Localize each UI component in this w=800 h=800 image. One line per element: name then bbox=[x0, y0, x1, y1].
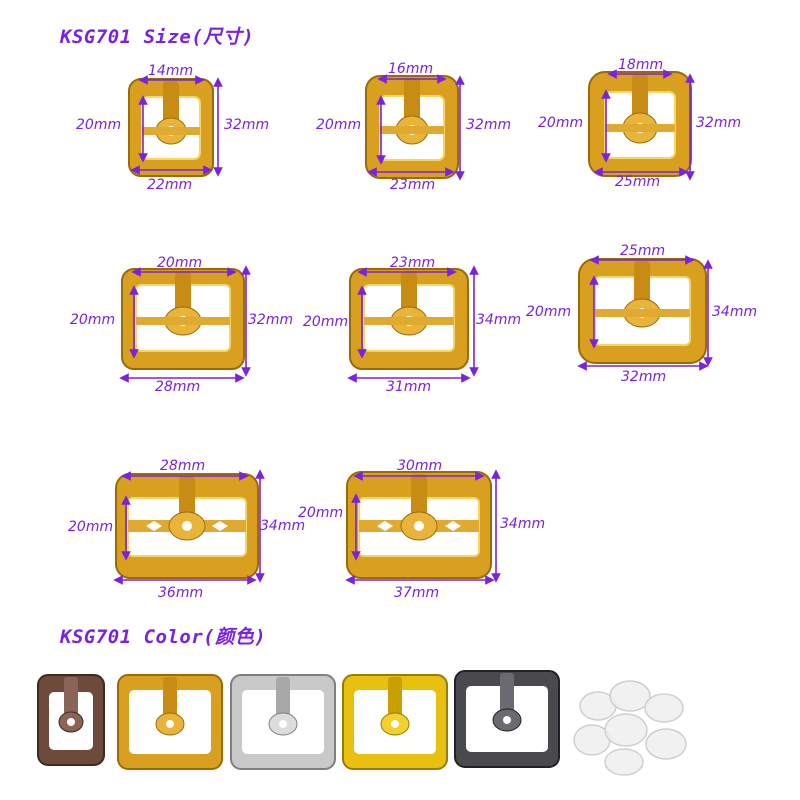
buckle-image bbox=[588, 71, 692, 177]
width-top-label: 18mm bbox=[618, 57, 664, 73]
height-left-label: 20mm bbox=[316, 117, 362, 133]
height-right-label: 34mm bbox=[712, 304, 758, 320]
height-left-label: 20mm bbox=[70, 312, 116, 328]
height-right-label: 34mm bbox=[476, 312, 522, 328]
height-left-label: 20mm bbox=[526, 304, 572, 320]
height-right-label: 32mm bbox=[466, 117, 512, 133]
bright-gold-buckle bbox=[342, 674, 448, 770]
height-right-label: 32mm bbox=[696, 115, 742, 131]
width-top-label: 20mm bbox=[157, 255, 203, 271]
width-top-label: 14mm bbox=[148, 63, 194, 79]
width-top-label: 28mm bbox=[160, 458, 206, 474]
clear-washers bbox=[573, 680, 687, 776]
width-bottom-label: 28mm bbox=[155, 379, 201, 395]
height-right-label: 32mm bbox=[224, 117, 270, 133]
height-right-label: 32mm bbox=[248, 312, 294, 328]
silver-buckle bbox=[230, 674, 336, 770]
width-top-label: 23mm bbox=[390, 255, 436, 271]
width-top-label: 16mm bbox=[388, 61, 434, 77]
buckle-image bbox=[365, 75, 459, 179]
width-bottom-label: 23mm bbox=[390, 177, 436, 193]
color-heading: KSG701 Color(颜色) bbox=[60, 626, 267, 648]
height-right-label: 34mm bbox=[260, 518, 306, 534]
bronze-buckle bbox=[37, 674, 105, 766]
height-left-label: 20mm bbox=[68, 519, 114, 535]
gunmetal-buckle bbox=[454, 670, 560, 768]
buckle-image bbox=[121, 268, 245, 370]
buckle-image bbox=[578, 258, 707, 364]
height-left-label: 20mm bbox=[303, 314, 349, 330]
size-heading: KSG701 Size(尺寸) bbox=[60, 26, 255, 48]
width-top-label: 30mm bbox=[397, 458, 443, 474]
height-right-label: 34mm bbox=[500, 516, 546, 532]
width-bottom-label: 22mm bbox=[147, 177, 193, 193]
height-left-label: 20mm bbox=[76, 117, 122, 133]
width-bottom-label: 32mm bbox=[621, 369, 667, 385]
gold-buckle bbox=[117, 674, 223, 770]
buckle-image bbox=[128, 78, 214, 177]
width-bottom-label: 37mm bbox=[394, 585, 440, 601]
width-bottom-label: 36mm bbox=[158, 585, 204, 601]
buckle-image bbox=[115, 473, 259, 579]
height-left-label: 20mm bbox=[298, 505, 344, 521]
buckle-image bbox=[346, 471, 492, 579]
width-bottom-label: 25mm bbox=[615, 174, 661, 190]
width-bottom-label: 31mm bbox=[386, 379, 432, 395]
buckle-image bbox=[349, 268, 469, 370]
width-top-label: 25mm bbox=[620, 243, 666, 259]
height-left-label: 20mm bbox=[538, 115, 584, 131]
